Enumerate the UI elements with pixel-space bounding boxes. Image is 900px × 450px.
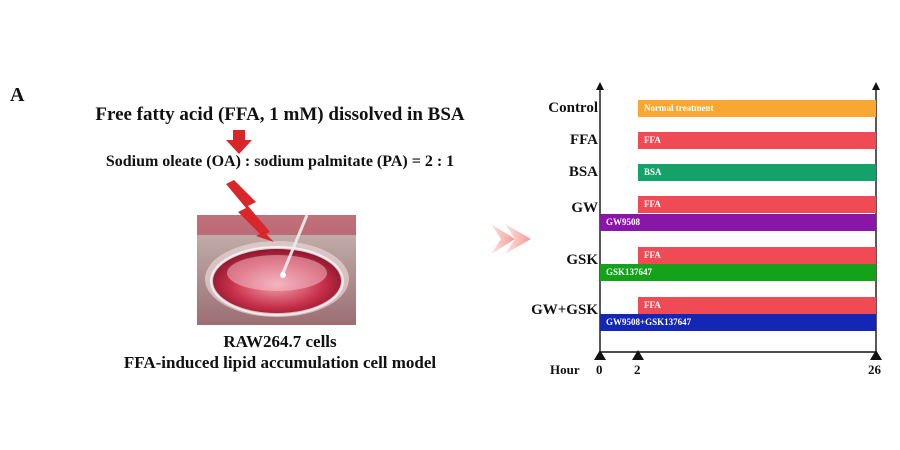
row-label-control: Control [548,100,598,116]
tick-marker-26 [870,350,882,360]
hour-axis-label: Hour [550,362,580,377]
ratio-text: Sodium oleate (OA) : sodium palmitate (P… [105,153,455,170]
bar-gw-gsk-gw9508-gsk137647: GW9508+GSK137647 [600,314,876,331]
bar-gw-gw9508: GW9508 [600,214,876,231]
row-label-gsk: GSK [566,252,598,268]
panel-letter: A [10,84,25,106]
tick-label-0: 0 [596,362,603,377]
lightning-bolt-icon [226,180,274,242]
model-label: FFA-induced lipid accumulation cell mode… [123,353,437,372]
cells-label: RAW264.7 cells [223,332,337,351]
bar-ffa-ffa: FFA [638,132,876,149]
ffa-title: Free fatty acid (FFA, 1 mM) dissolved in… [95,104,465,125]
tick-label-26: 26 [868,362,881,377]
bar-gsk-gsk137647: GSK137647 [600,264,876,281]
tick-label-2: 2 [634,362,641,377]
tick-marker-0 [594,350,606,360]
tick-marker-2 [632,350,644,360]
axis-end-arrowhead [872,82,880,90]
cell-culture-photo [197,215,356,325]
down-arrow-icon [226,130,252,154]
bar-control-normal-treatment: Normal treatment [638,100,876,117]
bar-gw-gsk-ffa: FFA [638,297,876,314]
row-label-bsa: BSA [568,164,598,180]
bar-bsa-bsa: BSA [638,164,876,181]
axis-start-arrowhead [596,82,604,90]
bar-gsk-ffa: FFA [638,247,876,264]
right-arrow-icon [491,224,531,254]
row-label-gw-gsk: GW+GSK [531,302,598,318]
row-label-gw: GW [571,200,598,216]
bar-gw-ffa: FFA [638,196,876,213]
row-label-ffa: FFA [569,132,598,148]
